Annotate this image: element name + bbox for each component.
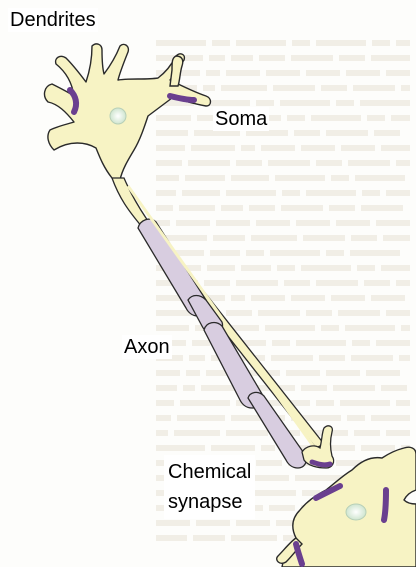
label-chemical-synapse: Chemical synapse	[164, 455, 255, 519]
label-soma: Soma	[213, 107, 269, 131]
label-axon: Axon	[122, 335, 172, 359]
upper-soma	[45, 44, 211, 180]
axon-core	[128, 186, 316, 450]
myelin-segment-4	[248, 392, 307, 468]
lower-nucleus	[346, 504, 366, 520]
label-dendrites: Dendrites	[8, 8, 98, 32]
terminal-receptor	[312, 462, 330, 465]
lower-receptor-right	[384, 490, 386, 520]
upper-nucleus	[110, 108, 126, 124]
upper-dendrite-stalk	[170, 56, 183, 86]
